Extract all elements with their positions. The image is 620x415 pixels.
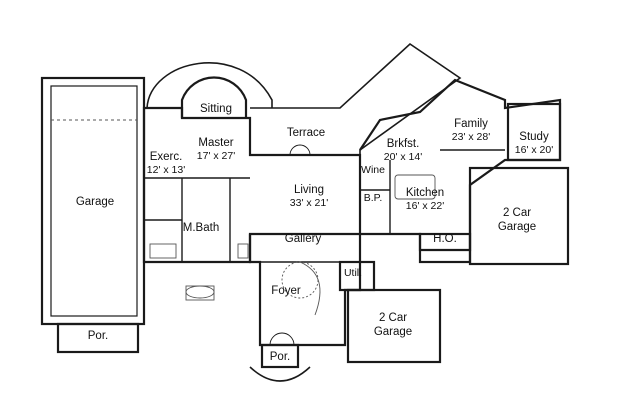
label-garage-bottom-2: Garage xyxy=(373,325,413,338)
label-garage-bottom: 2 Car xyxy=(378,312,408,324)
dims-study: 16' x 20' xyxy=(514,143,554,156)
label-porch-left: Por. xyxy=(87,330,109,342)
study-walls xyxy=(506,102,562,162)
label-garage-right-2: Garage xyxy=(497,220,537,233)
room-study: Study 16' x 20' xyxy=(509,128,559,156)
terrace-arc xyxy=(146,62,273,109)
dims-kitchen: 16' x 22' xyxy=(405,199,445,212)
staircase-curve xyxy=(299,261,321,316)
room-family: Family 23' x 28' xyxy=(442,115,500,143)
label-kitchen: Kitchen xyxy=(405,187,445,199)
label-breakfast: Brkfst. xyxy=(386,138,420,150)
room-garage-right: 2 Car Garage xyxy=(488,204,546,233)
dims-master: 17' x 27' xyxy=(196,149,236,162)
label-bp: B.P. xyxy=(363,192,383,204)
room-master: Master 17' x 27' xyxy=(185,134,247,162)
bathtub xyxy=(185,285,215,299)
label-sitting: Sitting xyxy=(200,103,232,115)
label-master-bath: M.Bath xyxy=(182,222,220,234)
room-kitchen: Kitchen 16' x 22' xyxy=(396,184,454,212)
room-living: Living 33' x 21' xyxy=(276,181,342,209)
label-utility: Util. xyxy=(343,267,363,279)
porch-left-walls xyxy=(56,322,140,354)
label-living: Living xyxy=(293,184,325,196)
dims-family: 23' x 28' xyxy=(451,130,491,143)
label-family: Family xyxy=(454,118,488,130)
label-study: Study xyxy=(519,131,549,143)
label-master: Master xyxy=(198,137,234,149)
label-home-office: H.O. xyxy=(433,233,457,245)
room-breakfast: Brkfst. 20' x 14' xyxy=(374,135,432,163)
dims-living: 33' x 21' xyxy=(289,196,329,209)
label-porch-front: Por. xyxy=(269,351,291,363)
room-exercise: Exerc. 12' x 13' xyxy=(138,148,194,176)
room-garage-bottom: 2 Car Garage xyxy=(364,309,422,338)
label-garage-left: Garage xyxy=(75,196,115,208)
terrace-outline xyxy=(250,42,462,155)
utility-walls xyxy=(338,260,376,292)
label-garage-right: 2 Car xyxy=(502,207,532,219)
label-foyer: Foyer xyxy=(271,285,301,297)
label-terrace: Terrace xyxy=(286,127,326,139)
kitchen-island xyxy=(394,174,436,200)
label-gallery: Gallery xyxy=(284,233,322,245)
garage-right-walls xyxy=(468,166,570,266)
sitting-bay xyxy=(180,76,248,118)
porch-front-walls xyxy=(260,343,300,369)
label-exercise: Exerc. xyxy=(149,151,183,163)
dims-exercise: 12' x 13' xyxy=(146,163,186,176)
label-wine: Wine xyxy=(361,164,385,176)
dims-breakfast: 20' x 14' xyxy=(383,150,423,163)
home-office-walls xyxy=(418,232,472,264)
garage-bottom-walls xyxy=(346,288,442,364)
